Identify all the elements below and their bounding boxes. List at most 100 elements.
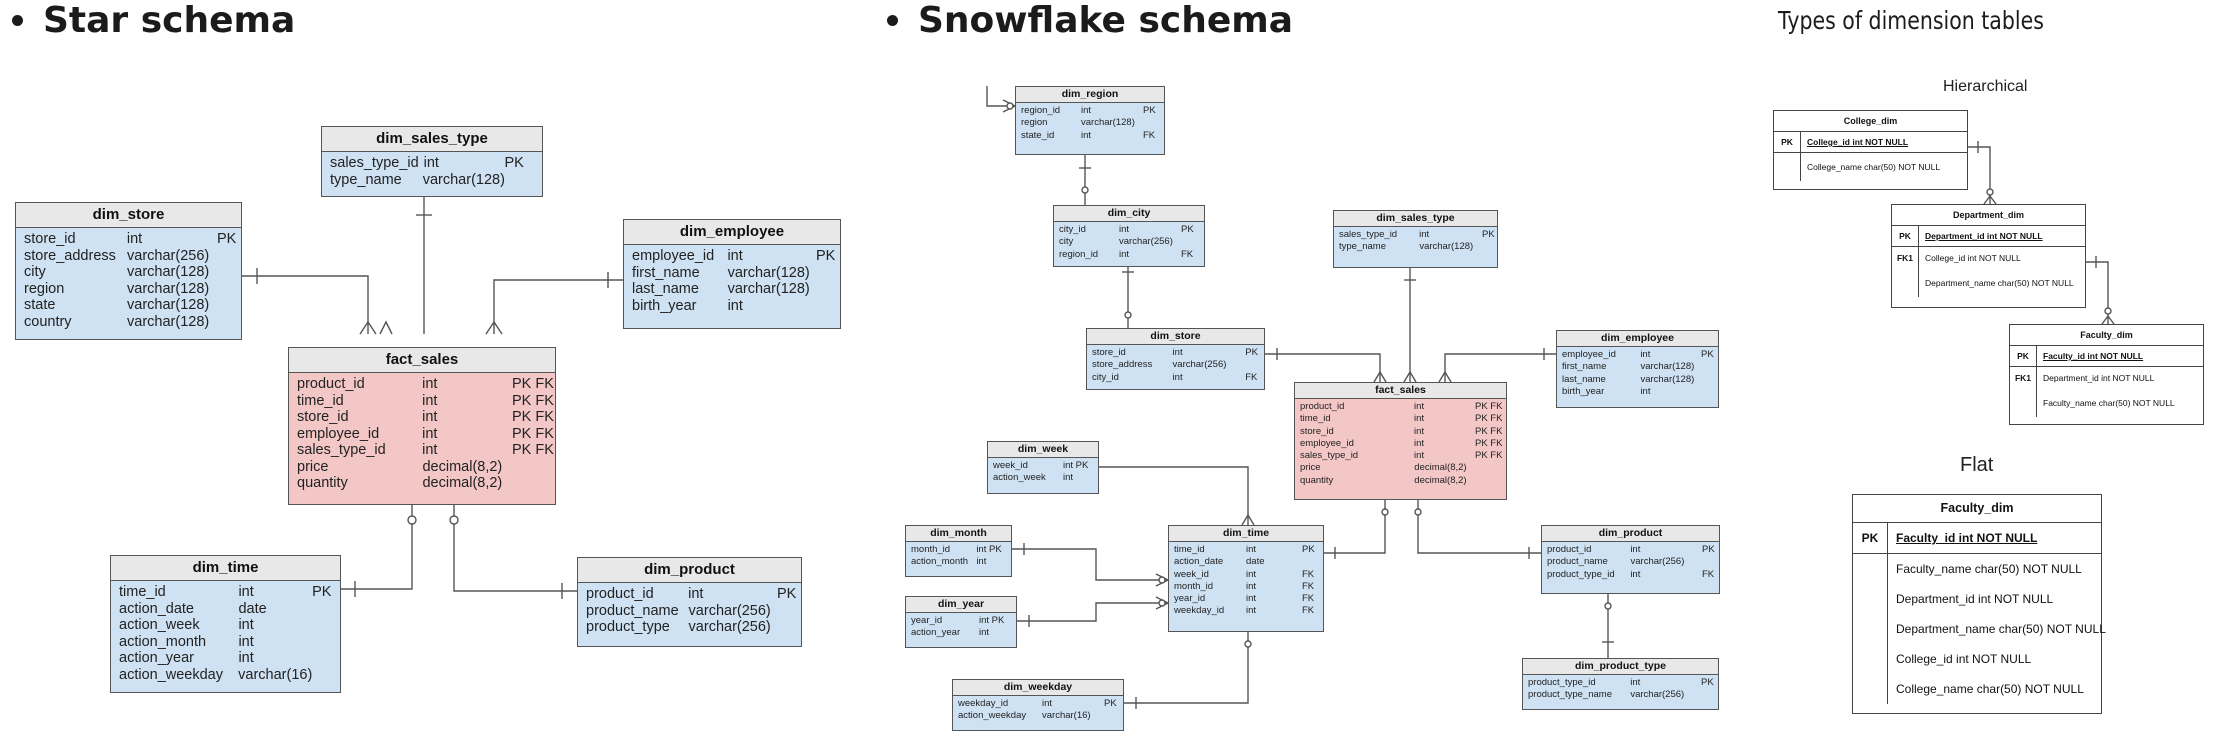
column-name: type_name xyxy=(1339,241,1387,253)
table-row: Department_name char(50) NOT NULL xyxy=(1892,269,2085,297)
column-key: FK xyxy=(1181,248,1194,260)
column-type: int xyxy=(238,584,254,600)
table-name: dim_store xyxy=(1087,329,1264,345)
column-name: employee_id xyxy=(632,248,715,264)
column-type: int xyxy=(727,297,743,314)
table-name: dim_month xyxy=(906,526,1011,542)
column-key xyxy=(513,459,547,476)
column-key xyxy=(312,601,332,618)
column-key xyxy=(312,667,332,684)
column-key xyxy=(217,314,233,331)
column-name: product_id xyxy=(1547,544,1592,555)
column-type: date xyxy=(238,600,267,617)
column-type: int xyxy=(422,409,438,425)
table-name: College_dim xyxy=(1774,111,1967,132)
column-key: FK xyxy=(1143,129,1156,141)
table-name: dim_sales_type xyxy=(1334,211,1497,227)
column-name: city_id xyxy=(1059,224,1086,235)
column-type: int xyxy=(1172,347,1183,358)
column-key: PK xyxy=(1701,677,1714,688)
column-name: price xyxy=(297,458,329,475)
column-key: FK xyxy=(1302,580,1315,592)
column-name: store_address xyxy=(24,247,116,264)
column-definition: Department_name char(50) NOT NULL xyxy=(1896,622,2106,636)
column-type: varchar(256) xyxy=(1630,556,1685,568)
column-type: varchar(128) xyxy=(127,297,210,313)
column-name: city xyxy=(1059,236,1074,248)
column-type: int xyxy=(1419,229,1430,240)
column-name: action_month xyxy=(911,556,969,568)
column-definition: Department_id int NOT NULL xyxy=(2043,373,2155,383)
column-name: product_type_id xyxy=(1528,677,1596,688)
column-name: product_type_name xyxy=(1528,689,1612,701)
column-type: varchar(128) xyxy=(727,281,810,297)
column-type: varchar(256) xyxy=(688,602,771,619)
column-name: state_id xyxy=(1021,129,1055,141)
column-name: product_type_id xyxy=(1547,568,1615,580)
column-name: city xyxy=(24,264,46,280)
column-key xyxy=(778,603,793,620)
column-type: int xyxy=(1081,129,1092,141)
column-name: sales_type_id xyxy=(1339,229,1398,240)
table-row: Department_name char(50) NOT NULL xyxy=(1853,614,2106,644)
column-key xyxy=(1302,556,1318,568)
column-name: action_year xyxy=(119,650,194,666)
column-key xyxy=(1702,556,1714,568)
column-type: varchar(128) xyxy=(727,264,810,281)
table-name: dim_product xyxy=(1542,526,1719,542)
column-type: int xyxy=(1414,413,1425,425)
column-name: sales_type_id xyxy=(297,442,386,458)
key-label xyxy=(1853,584,1888,614)
column-name: store_id xyxy=(1300,425,1334,437)
table-name: Department_dim xyxy=(1892,205,2085,226)
table-name: dim_employee xyxy=(1557,331,1718,347)
column-type: int xyxy=(1246,580,1257,592)
column-name: region xyxy=(24,280,65,297)
column-key xyxy=(217,297,233,314)
column-type: varchar(256) xyxy=(1119,236,1173,248)
column-type: varchar(128) xyxy=(1081,117,1135,129)
column-type: int xyxy=(1246,605,1257,617)
column-type: int PK xyxy=(1063,460,1089,471)
column-name: last_name xyxy=(632,281,699,297)
column-name: time_id xyxy=(119,584,166,600)
key-label xyxy=(1892,269,1919,297)
table-name: dim_product xyxy=(578,558,801,583)
column-definition: Faculty_id int NOT NULL xyxy=(2043,351,2144,361)
column-name: weekday_id xyxy=(1174,605,1225,617)
column-key xyxy=(1701,361,1713,373)
column-name: product_name xyxy=(586,602,679,619)
column-type: int PK xyxy=(979,615,1005,626)
column-name: first_name xyxy=(1562,361,1607,373)
table-name: dim_time xyxy=(1169,526,1323,542)
hierarchical-label: Hierarchical xyxy=(1943,78,2028,95)
column-key: PK FK xyxy=(1475,401,1503,412)
column-key xyxy=(816,265,832,282)
table-name: dim_year xyxy=(906,597,1016,613)
table-name: dim_week xyxy=(988,442,1098,458)
column-key xyxy=(505,172,534,189)
